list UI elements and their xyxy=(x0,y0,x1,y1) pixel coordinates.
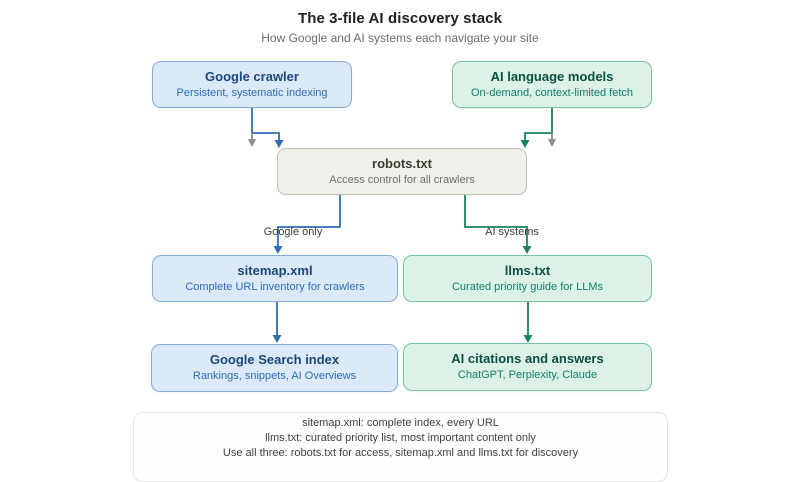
node-google-search-index-title: Google Search index xyxy=(209,352,340,368)
node-sitemap-xml-title: sitemap.xml xyxy=(237,262,313,278)
node-robots-txt: robots.txt Access control for all crawle… xyxy=(277,148,527,195)
arrowhead-llms-to-citations xyxy=(523,335,533,343)
node-robots-txt-subtitle: Access control for all crawlers xyxy=(329,173,475,186)
arrowhead-robots-to-llms xyxy=(522,246,532,254)
node-llms-txt-subtitle: Curated priority guide for LLMs xyxy=(451,280,603,293)
note-line-sitemap: sitemap.xml: complete index, every URL xyxy=(302,417,499,429)
node-llms-txt: llms.txt Curated priority guide for LLMs xyxy=(403,255,652,302)
arrowhead-google-to-robots xyxy=(274,140,284,148)
diagram-header: The 3-file AI discovery stack How Google… xyxy=(0,10,800,45)
node-ai-citations-title: AI citations and answers xyxy=(451,351,604,367)
page-subtitle: How Google and AI systems each navigate … xyxy=(261,31,539,45)
page-title: The 3-file AI discovery stack xyxy=(297,10,503,27)
connector-layer xyxy=(248,108,556,343)
arrowhead-robots-to-sitemap xyxy=(273,246,283,254)
arrowhead-ai-passthrough xyxy=(548,139,556,147)
arrowhead-ai-to-robots xyxy=(520,140,530,148)
summary-note-card: sitemap.xml: complete index, every URL l… xyxy=(133,412,668,482)
node-ai-language-models-subtitle: On-demand, context-limited fetch xyxy=(470,86,634,99)
node-sitemap-xml-subtitle: Complete URL inventory for crawlers xyxy=(185,280,365,293)
edge-label-ai-systems: AI systems xyxy=(485,226,539,238)
node-google-crawler: Google crawler Persistent, systematic in… xyxy=(152,61,352,108)
edge-label-google-only: Google only xyxy=(263,226,323,238)
node-llms-txt-title: llms.txt xyxy=(504,262,551,278)
node-ai-language-models: AI language models On-demand, context-li… xyxy=(452,61,652,108)
edge-robots-to-llms xyxy=(464,195,528,247)
arrowhead-google-passthrough xyxy=(248,139,256,147)
node-ai-language-models-title: AI language models xyxy=(490,68,614,84)
arrowhead-sitemap-to-index xyxy=(272,335,282,343)
node-ai-citations: AI citations and answers ChatGPT, Perple… xyxy=(403,343,652,391)
node-google-search-index: Google Search index Rankings, snippets, … xyxy=(151,344,398,392)
note-line-clipped: Use all three: robots.txt for access, si… xyxy=(222,447,579,459)
node-google-crawler-title: Google crawler xyxy=(205,68,299,84)
node-ai-citations-subtitle: ChatGPT, Perplexity, Claude xyxy=(457,369,598,382)
edge-ai-to-robots xyxy=(524,108,553,141)
node-google-search-index-subtitle: Rankings, snippets, AI Overviews xyxy=(192,370,357,383)
node-sitemap-xml: sitemap.xml Complete URL inventory for c… xyxy=(152,255,398,302)
edge-robots-to-sitemap xyxy=(277,195,341,247)
edge-google-to-robots xyxy=(251,108,280,141)
node-google-crawler-subtitle: Persistent, systematic indexing xyxy=(176,86,328,99)
note-line-llms: llms.txt: curated priority list, most im… xyxy=(265,432,536,444)
diagram-canvas: The 3-file AI discovery stack How Google… xyxy=(0,10,800,482)
node-robots-txt-title: robots.txt xyxy=(372,155,432,171)
